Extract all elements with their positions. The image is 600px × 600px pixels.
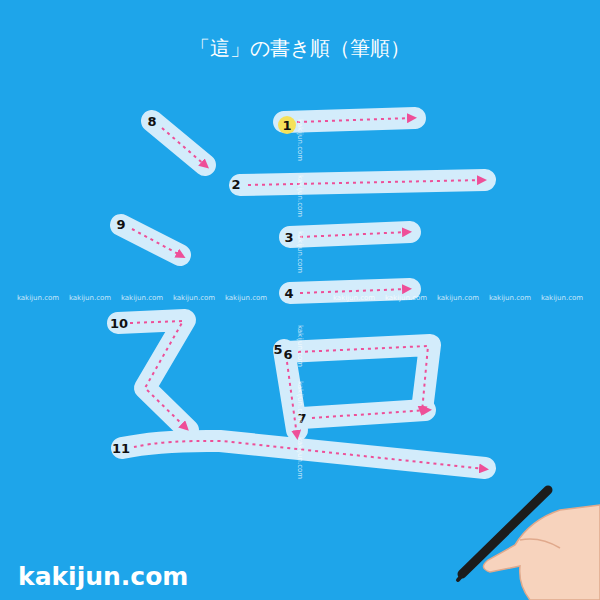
watermark: kakijun.com [225,294,267,302]
page-title: 「這」の書き順（筆順） [190,35,410,62]
stroke-arrows [130,118,485,469]
start-dot [278,116,296,134]
hand-pen [458,490,600,600]
stroke-number: 11 [112,441,130,456]
watermark: kakijun.com [541,294,583,302]
stroke-number: 5 [273,342,282,357]
stroke-number: 10 [110,316,128,331]
watermark: kakijun.com [296,381,304,423]
watermark: kakijun.com [437,294,479,302]
stroke-number: 3 [284,230,293,245]
stroke-number: 9 [116,217,125,232]
stroke-number: 4 [284,286,293,301]
watermark: kakijun.com [17,294,59,302]
watermark: kakijun.com [173,294,215,302]
watermark: kakijun.com [489,294,531,302]
stroke-number: 6 [283,347,292,362]
kanji-strokes [118,118,485,468]
watermark: kakijun.com [121,294,163,302]
stroke-number: 8 [147,114,156,129]
watermark: kakijun.com [296,175,304,217]
watermark: kakijun.com [296,437,304,479]
stroke-number: 1 [282,118,291,133]
site-logo: kakijun.com [18,562,188,591]
watermark: kakijun.com [69,294,111,302]
watermark: kakijun.com [296,325,304,367]
watermark: kakijun.com [296,119,304,161]
watermark: kakijun.com [296,231,304,273]
stroke-number: 2 [231,177,240,192]
watermark: kakijun.com [333,294,375,302]
watermark: kakijun.com [385,294,427,302]
